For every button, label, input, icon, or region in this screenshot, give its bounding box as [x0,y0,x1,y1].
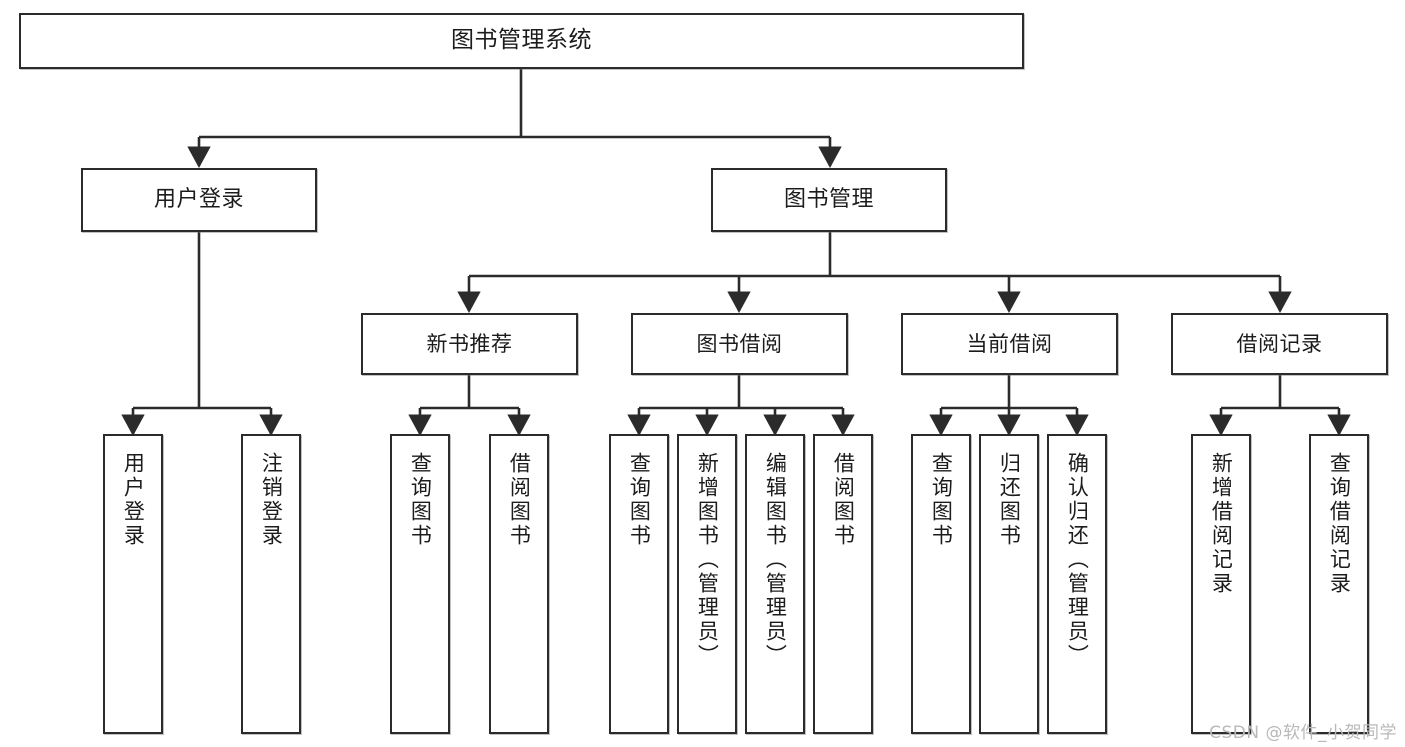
node-label: 借阅记录 [1236,331,1323,356]
node-borrowing-record[interactable]: 借阅记录 [1171,313,1388,375]
node-label: 编辑图书（管理员） [763,452,788,668]
leaf-borrow-book[interactable]: 借阅图书 [813,434,873,734]
node-book-management-system[interactable]: 图书管理系统 [19,13,1024,69]
node-label: 图书借阅 [696,331,783,356]
leaf-return-book[interactable]: 归还图书 [979,434,1039,734]
node-label: 用户登录 [121,452,146,548]
node-label: 查询图书 [627,452,652,548]
leaf-query-book-current[interactable]: 查询图书 [911,434,971,734]
leaf-query-book-recommend[interactable]: 查询图书 [390,434,450,734]
leaf-logout[interactable]: 注销登录 [241,434,301,734]
node-label: 借阅图书 [507,452,532,548]
node-label: 新书推荐 [426,331,513,356]
leaf-user-login[interactable]: 用户登录 [103,434,163,734]
node-label: 归还图书 [997,452,1022,548]
node-label: 确认归还（管理员） [1065,452,1090,668]
node-user-login[interactable]: 用户登录 [81,168,317,232]
leaf-confirm-return-admin[interactable]: 确认归还（管理员） [1047,434,1107,734]
node-label: 图书管理系统 [451,27,592,54]
node-label: 图书管理 [783,187,874,213]
node-label: 借阅图书 [831,452,856,548]
leaf-add-book-admin[interactable]: 新增图书（管理员） [677,434,737,734]
leaf-query-borrow-record[interactable]: 查询借阅记录 [1309,434,1369,734]
leaf-add-borrow-record[interactable]: 新增借阅记录 [1191,434,1251,734]
node-label: 注销登录 [259,452,284,548]
node-book-borrowing[interactable]: 图书借阅 [631,313,848,375]
node-label: 查询图书 [408,452,433,548]
leaf-query-book-borrow[interactable]: 查询图书 [609,434,669,734]
node-label: 新增图书（管理员） [695,452,720,668]
node-current-borrowing[interactable]: 当前借阅 [901,313,1118,375]
node-book-management[interactable]: 图书管理 [711,168,947,232]
node-label: 用户登录 [153,187,244,213]
node-label: 当前借阅 [966,331,1053,356]
node-label: 新增借阅记录 [1209,452,1234,596]
node-label: 查询图书 [929,452,954,548]
leaf-borrow-book-recommend[interactable]: 借阅图书 [489,434,549,734]
csdn-watermark: CSDN @软件_小贺同学 [1209,723,1397,743]
leaf-edit-book-admin[interactable]: 编辑图书（管理员） [745,434,805,734]
node-label: 查询借阅记录 [1327,452,1352,596]
node-new-book-recommendation[interactable]: 新书推荐 [361,313,578,375]
